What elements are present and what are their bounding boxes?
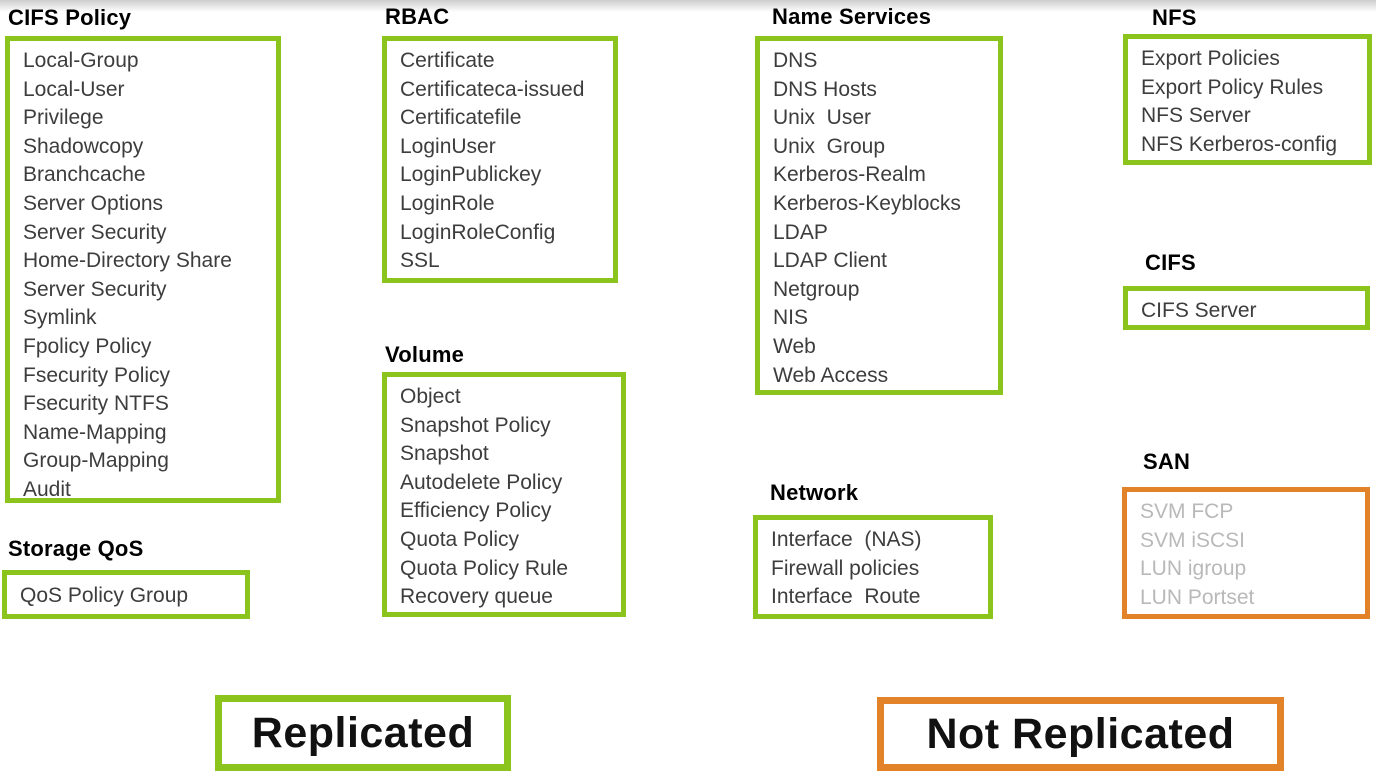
list-item: LDAP Client	[773, 249, 888, 273]
section-title-cifs-policy: CIFS Policy	[8, 5, 132, 30]
legend-replicated: Replicated	[215, 695, 511, 771]
list-item: Efficiency Policy	[400, 499, 552, 523]
section-title-volume: Volume	[385, 342, 465, 367]
list-item: Certificateca-issued	[400, 77, 585, 101]
list-item: Fsecurity NTFS	[23, 392, 169, 416]
list-item: Symlink	[23, 306, 97, 330]
list-item: Export Policy Rules	[1141, 75, 1324, 99]
section-network: Network Interface (NAS) Firewall policies…	[753, 481, 993, 619]
list-item: Recovery queue	[400, 585, 553, 609]
list-item: LUN igroup	[1140, 557, 1247, 581]
list-item: Kerberos-Keyblocks	[773, 191, 961, 215]
list-item: Object	[400, 385, 461, 408]
list-item: Firewall policies	[771, 556, 920, 580]
list-item: Server Security	[23, 220, 167, 244]
section-title-cifs: CIFS	[1145, 250, 1196, 275]
list-item: Export Policies	[1141, 47, 1280, 70]
list-item: Snapshot Policy	[400, 413, 551, 437]
list-item: QoS Policy Group	[20, 584, 189, 607]
list-item: Web	[773, 334, 816, 358]
list-item: CIFS Server	[1141, 299, 1257, 322]
section-storage-qos: Storage QoS QoS Policy Group	[2, 537, 250, 619]
list-item: LoginPublickey	[400, 163, 542, 187]
list-item: Web Access	[773, 363, 889, 387]
list-item: Netgroup	[773, 277, 860, 301]
list-item: Interface (NAS)	[771, 528, 922, 551]
list-item: LoginUser	[400, 134, 496, 158]
list-item: Unix Group	[773, 134, 886, 158]
section-title-network: Network	[770, 480, 859, 505]
list-item: SVM iSCSI	[1140, 528, 1246, 552]
list-item: Unix User	[773, 106, 872, 130]
legend-not-replicated-label: Not Replicated	[926, 709, 1235, 758]
list-item: LoginRoleConfig	[400, 220, 556, 244]
list-item: Fsecurity Policy	[23, 363, 171, 387]
list-item: NFS Kerberos-config	[1141, 132, 1338, 156]
list-item: NFS Server	[1141, 104, 1251, 128]
list-item: LoginRole	[400, 191, 495, 215]
list-item: Kerberos-Realm	[773, 163, 926, 187]
list-item: Branchcache	[23, 163, 146, 187]
list-item: LDAP	[773, 220, 828, 244]
list-item: Quota Policy Rule	[400, 556, 569, 580]
list-item: Server Security	[23, 277, 167, 301]
list-item: Autodelete Policy	[400, 470, 563, 494]
section-title-name-services: Name Services	[772, 4, 932, 29]
list-item: Server Options	[23, 191, 164, 215]
section-title-rbac: RBAC	[385, 4, 450, 29]
section-title-nfs: NFS	[1152, 5, 1197, 30]
list-item: Snapshot	[400, 442, 489, 466]
list-item: Interface Route	[771, 585, 921, 609]
list-item: Certificate	[400, 49, 495, 72]
list-item: Privilege	[23, 106, 104, 130]
list-item: DNS Hosts	[773, 77, 877, 101]
replicated-box-cifs: CIFS Server	[1123, 286, 1370, 330]
list-item: Local-User	[23, 77, 125, 101]
list-item: NIS	[773, 306, 809, 330]
list-item: Certificatefile	[400, 106, 522, 130]
list-item: Quota Policy	[400, 527, 520, 551]
list-item: Name-Mapping	[23, 420, 167, 444]
list-item: SSL	[400, 249, 440, 273]
list-item: Shadowcopy	[23, 134, 144, 158]
legend-replicated-label: Replicated	[251, 708, 475, 757]
list-item: Fpolicy Policy	[23, 334, 152, 358]
list-item: Audit	[23, 477, 71, 501]
replicated-box-storage-qos: QoS Policy Group	[2, 570, 250, 619]
legend-not-replicated: Not Replicated	[877, 697, 1284, 771]
list-item: LUN Portset	[1140, 585, 1255, 609]
list-item: DNS	[773, 49, 818, 72]
list-item: Home-Directory Share	[23, 249, 232, 273]
list-item: SVM FCP	[1140, 500, 1234, 523]
list-item: Group-Mapping	[23, 449, 169, 473]
section-cifs: CIFS CIFS Server	[1123, 251, 1370, 330]
top-gradient-band	[0, 0, 1376, 12]
list-item: Local-Group	[23, 49, 139, 72]
section-title-storage-qos: Storage QoS	[8, 536, 144, 561]
section-title-san: SAN	[1143, 449, 1191, 474]
